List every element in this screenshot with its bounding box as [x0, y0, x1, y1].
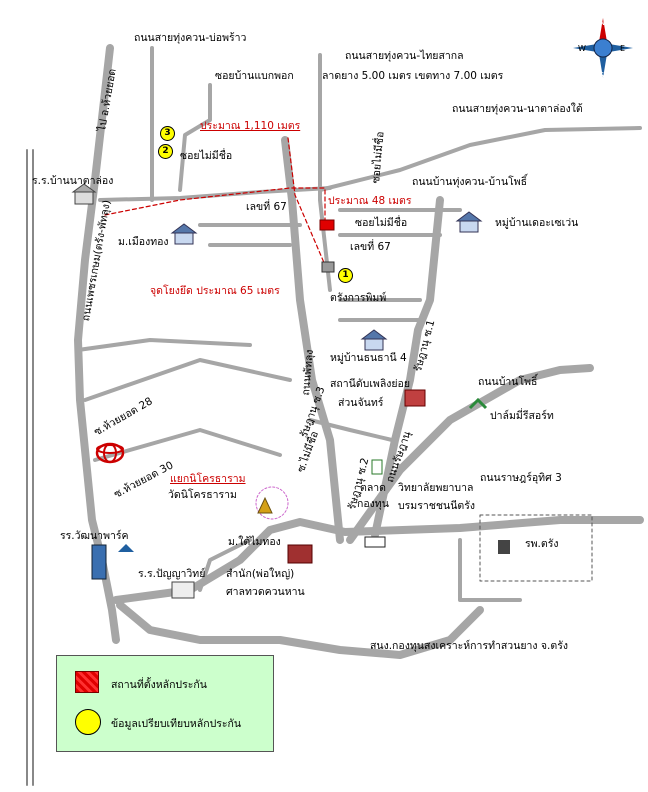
label-road-banthungkhuan-banpho: ถนนบ้านทุ่งควน-บ้านโพธิ์ — [412, 176, 528, 188]
road-phetkasem — [74, 44, 120, 644]
compass-n: N — [599, 18, 605, 27]
label-village-the-seven: หมู่บ้านเดอะเซเว่น — [495, 217, 579, 229]
subject-property-marker — [319, 219, 335, 231]
label-rubber-fund: สนง.กองทุนสงเคราะห์การทำสวนยาง จ.ตรัง — [370, 640, 568, 652]
road-main-bottom — [112, 516, 644, 604]
school-panya-icon — [171, 581, 195, 599]
label-talad: ตลาด — [360, 482, 386, 494]
label-nursing-college-1: วิทยาลัยพยาบาล — [398, 482, 474, 494]
label-road-natalangtai: ถนนสายทุ่งควน-นาตาล่องใต้ — [452, 103, 583, 115]
label-rr-panya: ร.ร.ปัญญาวิทย์ — [138, 568, 206, 580]
comparable-pin-3: 3 — [160, 126, 175, 141]
road-hosp-loop — [458, 538, 522, 602]
compass-e: E — [620, 44, 626, 53]
legend-subject-swatch — [75, 671, 99, 693]
label-road-ratchadamnoen: ถนนราษฎร์อุทิศ 3 — [480, 472, 562, 484]
rr-wattana-icon — [91, 544, 107, 580]
fire-station-icon — [404, 389, 426, 407]
label-nursing-college-2: บรมราชชนนีตรัง — [398, 500, 475, 512]
label-road-banpho: ถนนบ้านโพธิ์ — [478, 376, 538, 388]
road-banpho — [346, 364, 594, 544]
label-soi-no-name-1: ซอยไม่มีชื่อ — [180, 150, 233, 162]
road-bottom-south — [116, 601, 484, 659]
label-lek67-a: เลขที่ 67 — [246, 201, 287, 213]
label-soi-no-name-2: ซอยไม่มีชื่อ — [355, 217, 408, 229]
road-left-mid — [76, 338, 252, 352]
road-huayyod-30 — [93, 428, 282, 462]
label-hospital: รพ.ตรัง — [525, 538, 559, 550]
compass-s: S — [599, 71, 605, 80]
label-yaek-khokhram: แยกนิโครธาราม — [170, 473, 246, 485]
label-school-natalang: ร.ร.บ้านนาตาล่อง — [32, 175, 114, 187]
label-palm-resort: ปาล์มมี่รีสอร์ท — [490, 410, 554, 422]
label-fire-station: สถานีดับเพลิงย่อย — [330, 378, 411, 390]
hospital-area — [479, 514, 593, 582]
label-office: สำนัก(พ่อใหญ่) — [226, 568, 295, 580]
wat-icon — [257, 496, 273, 514]
route-65 — [287, 137, 326, 266]
label-road-thaisakon: ถนนสายทุ่งควน-ไทยสากล — [345, 50, 464, 62]
rubber-fund-icon — [364, 536, 386, 548]
road-huayyod-28 — [83, 358, 292, 402]
label-approx-48: ประมาณ 48 เมตร — [328, 195, 412, 207]
legend: สถานที่ตั้งหลักประกัน ข้อมูลเปรียบเทียบห… — [56, 655, 274, 752]
village-icon-2 — [459, 219, 479, 233]
label-lek67-b: เลขที่ 67 — [350, 241, 391, 253]
legend-subject-label: สถานที่ตั้งหลักประกัน — [111, 679, 207, 691]
label-approx-1110: ประมาณ 1,110 เมตร — [200, 120, 301, 132]
railway — [26, 149, 34, 786]
label-village-thanathani: หมู่บ้านธนธานี 4 — [330, 352, 407, 364]
route-1110 — [104, 187, 326, 216]
compass-icon — [573, 18, 633, 78]
seven-eleven-icon — [371, 459, 383, 475]
label-mueang-thong: ม.เมืองทอง — [118, 236, 169, 248]
label-road-borphrao: ถนนสายทุ่งควน-บ่อพร้าว — [134, 32, 247, 44]
petrol-station-icon — [118, 544, 134, 552]
label-approx-65: จุดโยงยึด ประมาณ 65 เมตร — [150, 285, 280, 297]
road-court-loop — [198, 538, 252, 592]
label-road-spec: ลาดยาง 5.00 เมตร เขตทาง 7.00 เมตร — [322, 70, 504, 82]
label-m-taimthong: ม.ใต้ไมทอง — [228, 536, 281, 548]
compass-w: W — [578, 44, 586, 53]
hospital-icon — [498, 540, 510, 554]
road-banthungkhuan-banpho — [98, 186, 332, 202]
comparable-pin-2: 2 — [158, 144, 173, 159]
label-wat-khokhram: วัดนิโครธาราม — [168, 489, 237, 501]
label-trang-printing: ตรังการพิมพ์ — [330, 292, 387, 304]
palm-resort-icon — [468, 397, 488, 410]
label-suan-chan: ส่วนจันทร์ — [338, 397, 384, 409]
office-icon — [287, 544, 313, 564]
village-icon-1 — [174, 231, 194, 245]
school-icon — [74, 191, 94, 205]
road-thaisakon — [318, 53, 332, 292]
village-icon-3 — [364, 337, 384, 351]
road-ratsadanu — [371, 196, 444, 539]
label-soi-baengphok: ซอยบ้านแบกพอก — [215, 70, 294, 82]
building-icons — [71, 183, 510, 599]
label-rr-wattana: รร.วัฒนาพาร์ค — [60, 530, 129, 542]
road-natalangtai — [318, 126, 642, 192]
comparable-pin-1: 1 — [338, 268, 353, 283]
road-soi-3 — [308, 418, 394, 442]
trang-printing-icon — [321, 261, 335, 273]
label-kongthun: กองทุน — [357, 498, 389, 510]
legend-comparable-label: ข้อมูลเปรียบเทียบหลักประกัน — [111, 718, 242, 730]
legend-comparable-swatch — [75, 709, 101, 735]
wat-circle — [255, 486, 289, 520]
label-court: ศาลทวดควนหาน — [226, 586, 305, 598]
toyota-logo-icon — [95, 442, 125, 464]
road-soi-baengphok — [178, 83, 212, 192]
